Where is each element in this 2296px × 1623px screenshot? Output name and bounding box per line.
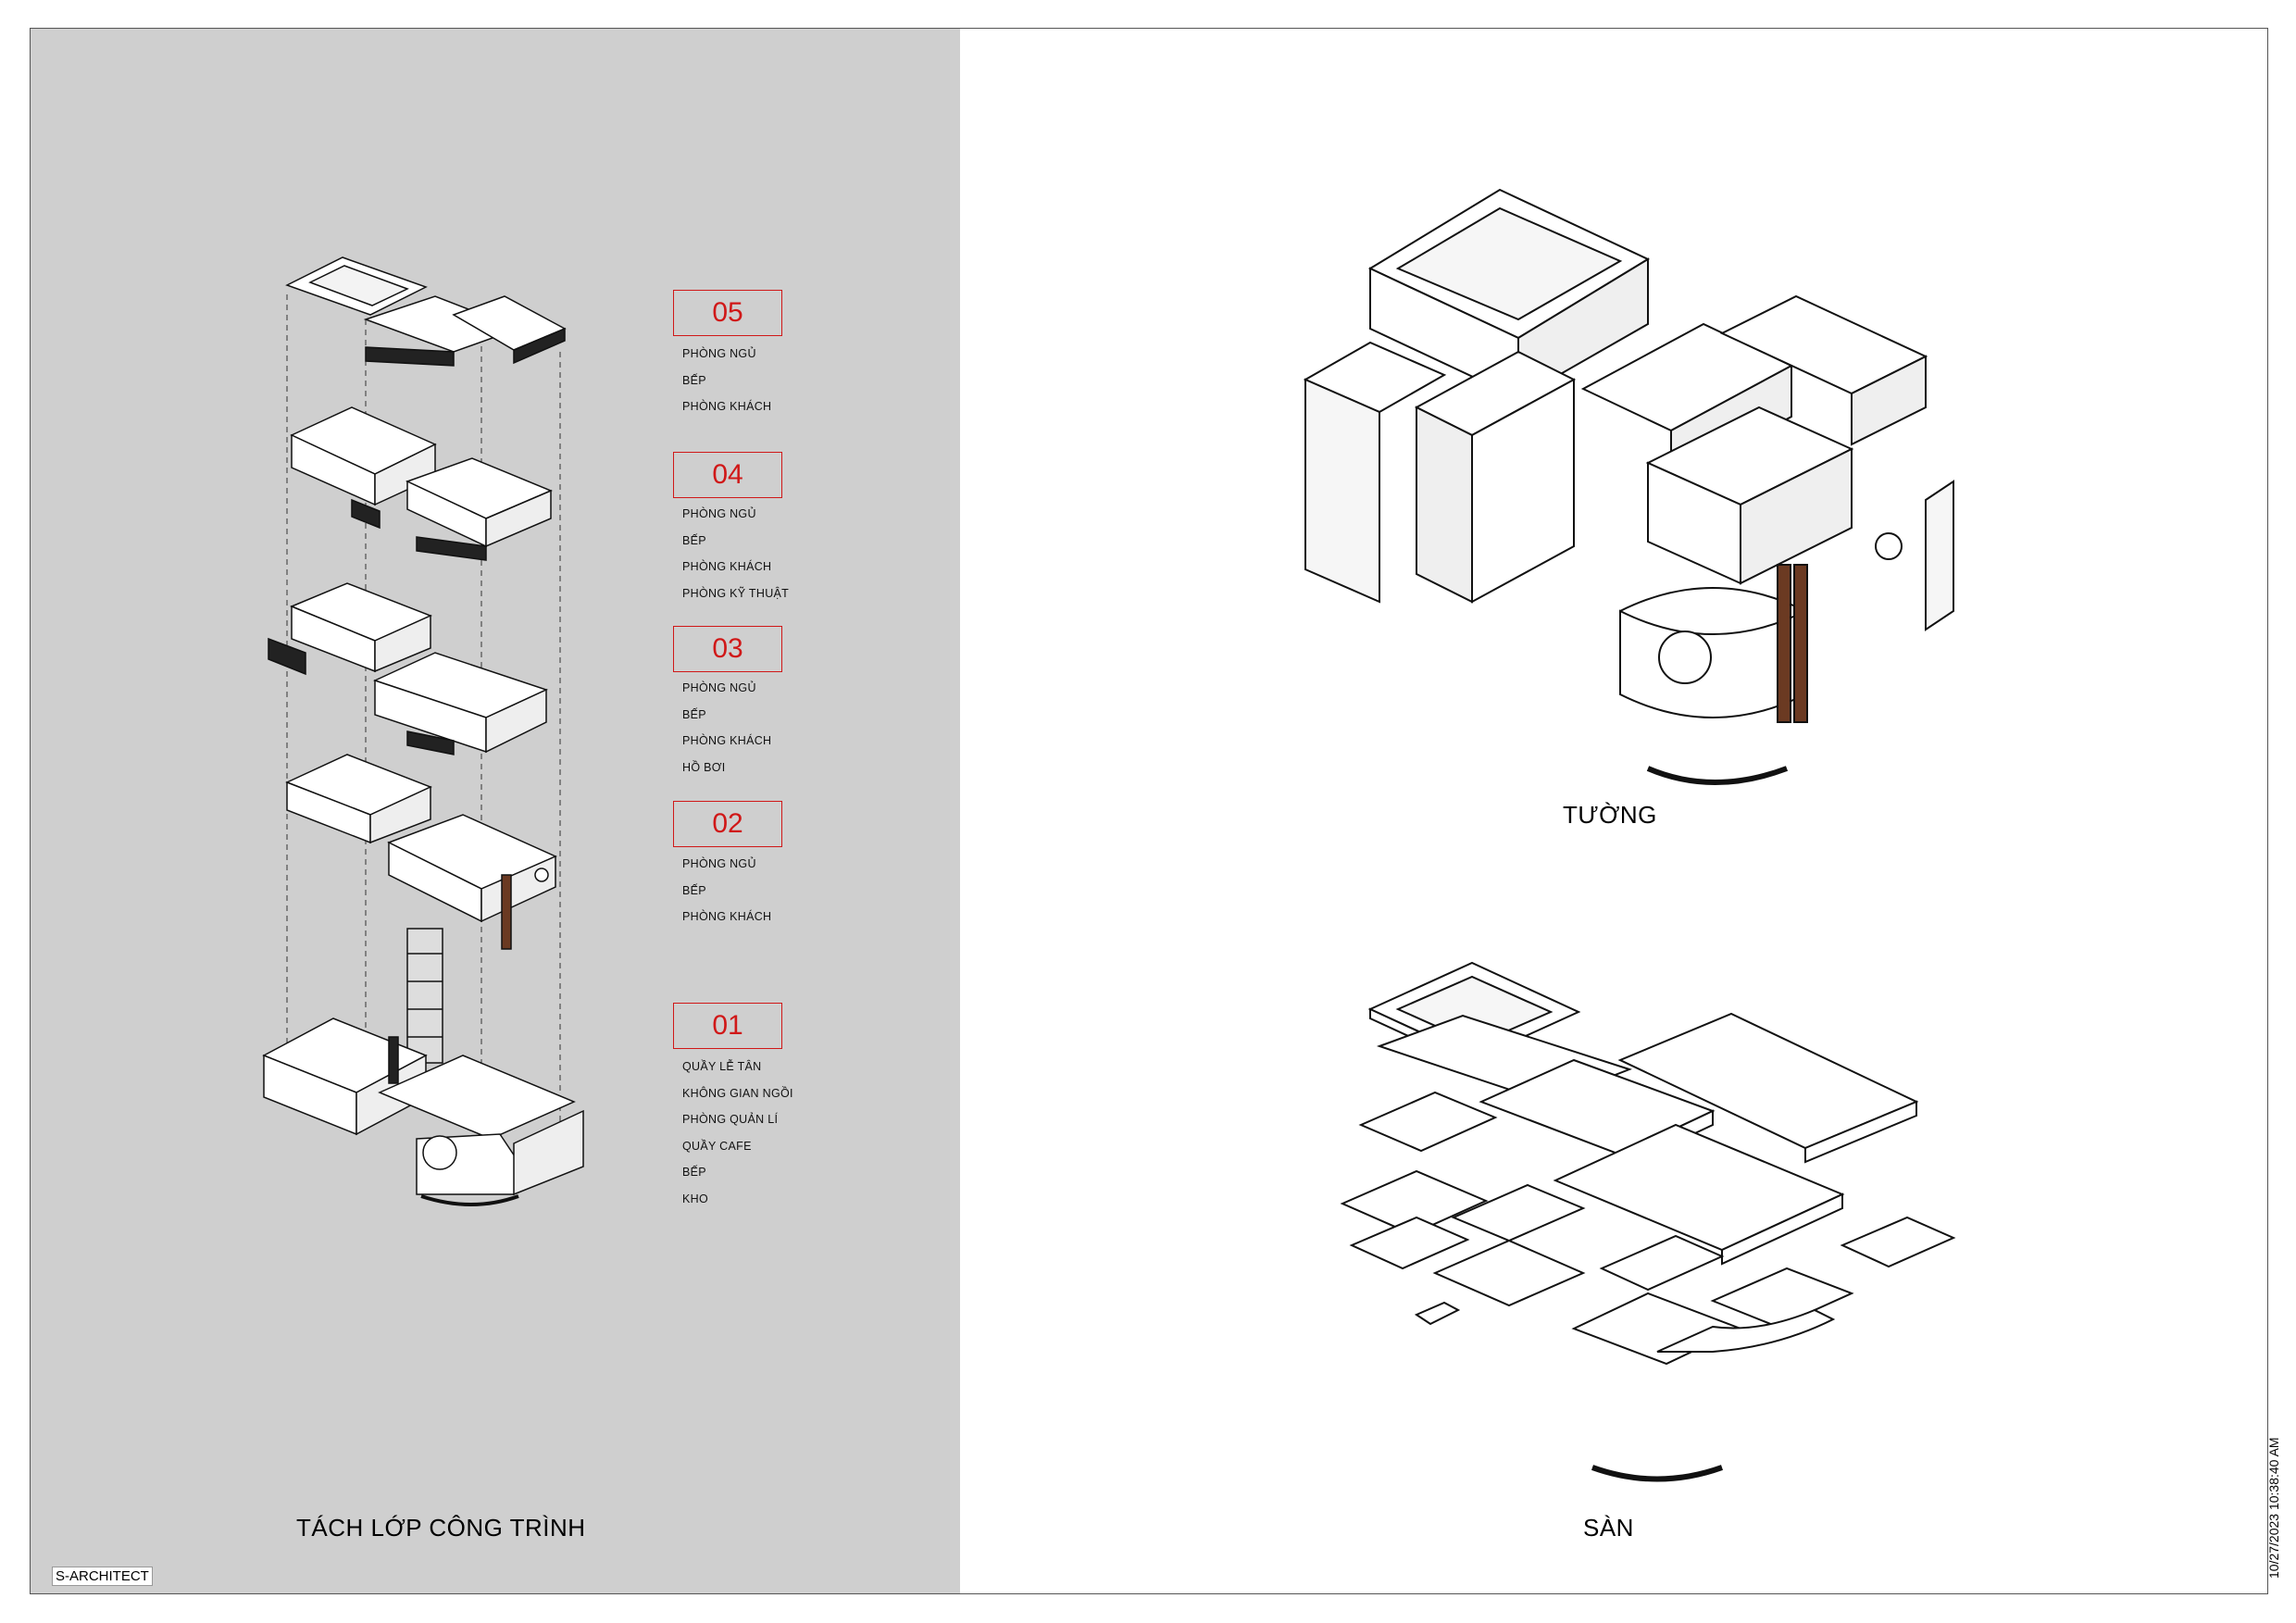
room-item: KHO [682, 1192, 708, 1205]
level-05-model [285, 256, 567, 367]
room-item: BẾP [682, 883, 706, 897]
room-item: PHÒNG KỸ THUẬT [682, 586, 790, 600]
room-item: BẾP [682, 373, 706, 387]
room-item: QUẦY CAFE [682, 1139, 752, 1153]
level-02-model [285, 754, 557, 950]
room-item: PHÒNG NGỦ [682, 347, 756, 360]
room-item: PHÒNG NGỦ [682, 507, 756, 520]
level-02-label: 02 [673, 801, 782, 847]
floors-axonometric-drawing [1340, 961, 1956, 1482]
level-04-room-list: PHÒNG NGỦ BẾP PHÒNG KHÁCH PHÒNG KỸ THUẬT [682, 501, 789, 606]
floors-caption: SÀN [1583, 1514, 1634, 1542]
room-item: QUẦY LỄ TÂN [682, 1060, 762, 1073]
level-04-model [290, 406, 553, 561]
exploded-axonometric-drawing [262, 256, 584, 1206]
room-item: BẾP [682, 707, 706, 721]
level-02-room-list: PHÒNG NGỦ BẾP PHÒNG KHÁCH [682, 851, 771, 930]
print-timestamp: 10/27/2023 10:38:40 AM [2266, 1437, 2281, 1579]
brand-label: S-ARCHITECT [52, 1567, 153, 1586]
level-01-model [262, 928, 584, 1206]
level-03-room-list: PHÒNG NGỦ BẾP PHÒNG KHÁCH HỒ BƠI [682, 675, 771, 780]
room-item: PHÒNG KHÁCH [682, 734, 772, 747]
exploded-layers-panel [31, 29, 960, 1593]
level-03-label: 03 [673, 626, 782, 672]
room-item: PHÒNG KHÁCH [682, 560, 772, 573]
level-01-label: 01 [673, 1003, 782, 1049]
room-item: BẾP [682, 1166, 706, 1179]
level-04-label: 04 [673, 452, 782, 498]
level-05-label: 05 [673, 290, 782, 336]
walls-axonometric-drawing [1303, 188, 1954, 785]
level-05-room-list: PHÒNG NGỦ BẾP PHÒNG KHÁCH [682, 341, 771, 420]
room-item: PHÒNG KHÁCH [682, 400, 772, 413]
room-item: PHÒNG QUẢN LÍ [682, 1113, 779, 1126]
room-item: PHÒNG KHÁCH [682, 910, 772, 923]
layers-caption: TÁCH LỚP CÔNG TRÌNH [296, 1514, 586, 1542]
room-item: PHÒNG NGỦ [682, 681, 756, 694]
room-item: HỒ BƠI [682, 760, 726, 774]
level-01-room-list: QUẦY LỄ TÂN KHÔNG GIAN NGỒI PHÒNG QUẢN L… [682, 1054, 793, 1212]
level-03-model [268, 582, 549, 755]
room-item: BẾP [682, 533, 706, 547]
walls-caption: TƯỜNG [1563, 801, 1657, 829]
room-item: KHÔNG GIAN NGỒI [682, 1086, 793, 1100]
room-item: PHÒNG NGỦ [682, 857, 756, 870]
